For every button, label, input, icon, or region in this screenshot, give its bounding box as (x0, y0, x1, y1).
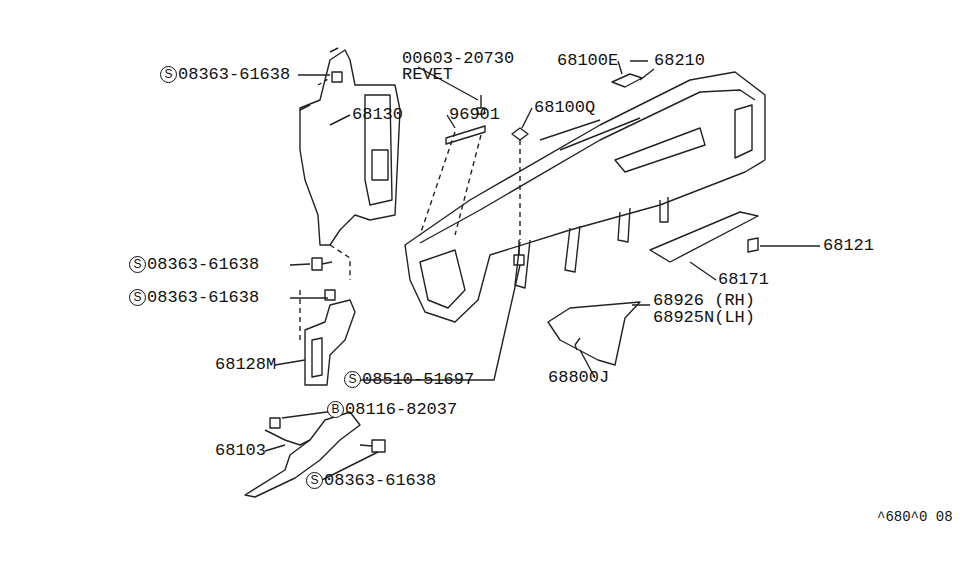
callout-number: ^680^0 08 (877, 507, 953, 527)
circled-symbol: S (160, 66, 177, 83)
callout-number: 08116-82037 (345, 400, 457, 420)
circled-symbol: S (344, 371, 361, 388)
callout-number: 68800J (548, 368, 609, 388)
circled-symbol: S (129, 289, 146, 306)
callout-number: 68130 (352, 105, 403, 125)
callout-number: 08363-61638 (324, 471, 436, 491)
callout-number: 68103 (215, 441, 266, 461)
callout-number: 08363-61638 (178, 65, 290, 85)
callout-number: 68171 (718, 270, 769, 290)
circled-symbol: S (306, 472, 323, 489)
circled-symbol: B (327, 401, 344, 418)
circled-symbol: S (129, 256, 146, 273)
callout-number: 68100Q (534, 98, 595, 118)
callout-number: 68100E (557, 51, 618, 71)
callout-number: 08510-51697 (362, 370, 474, 390)
callout-number: 68210 (654, 51, 705, 71)
callout-number: 08363-61638 (147, 288, 259, 308)
callout-number: REVET (402, 65, 453, 85)
callout-number: 08363-61638 (147, 255, 259, 275)
callout-number: 68925N(LH) (653, 308, 755, 328)
callout-number: 96901 (449, 105, 500, 125)
callout-number: 68128M (215, 355, 276, 375)
callout-number: 68121 (823, 236, 874, 256)
